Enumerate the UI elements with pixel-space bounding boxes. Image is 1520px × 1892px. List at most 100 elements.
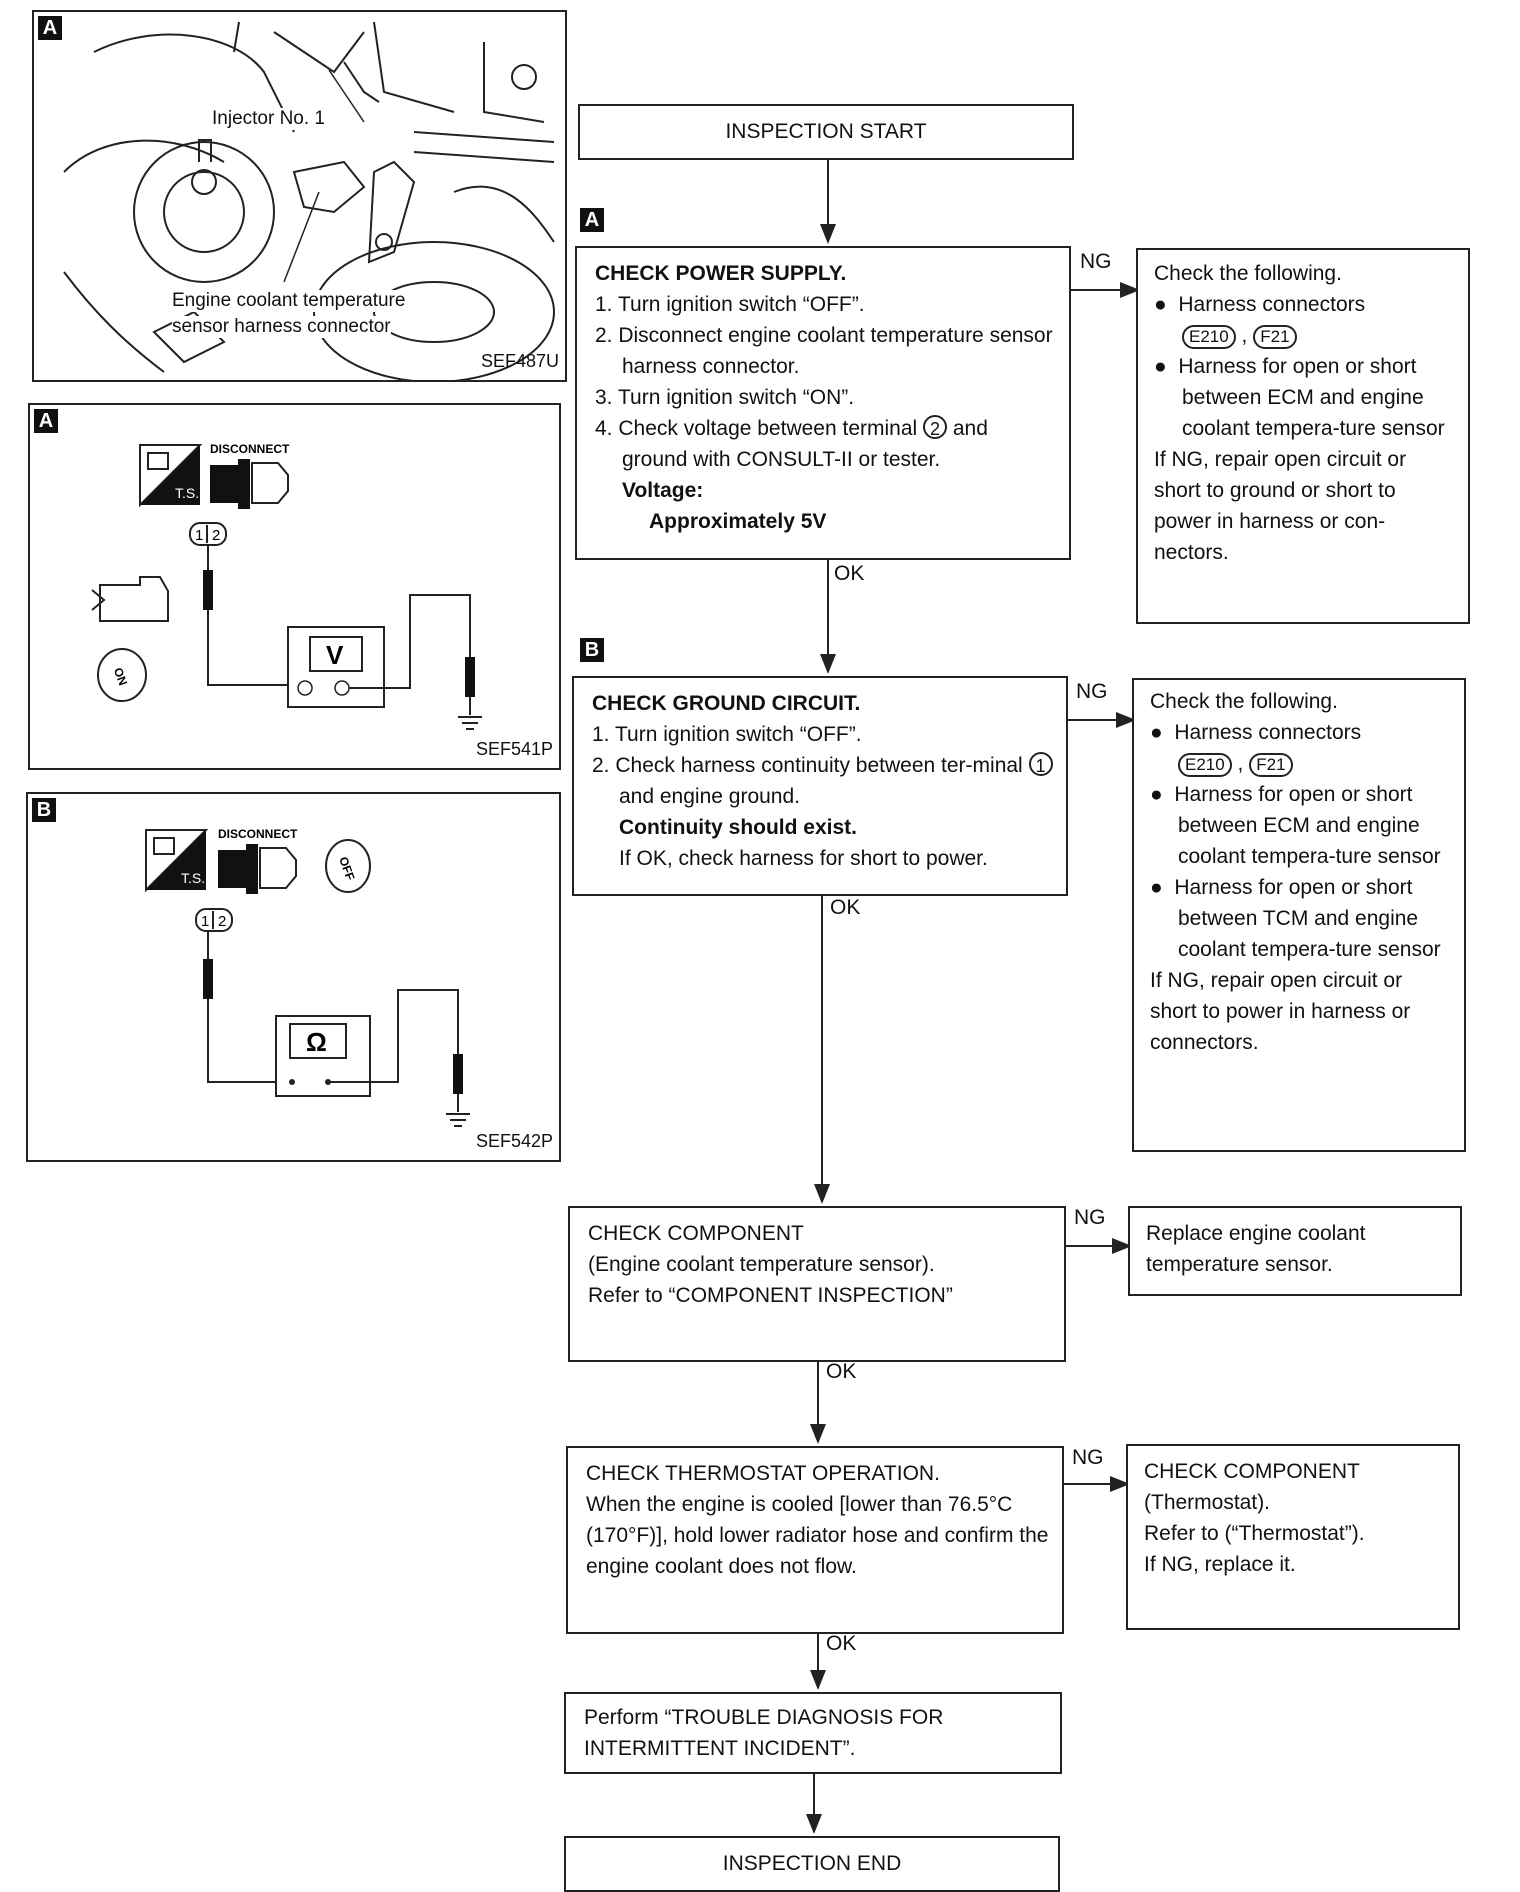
- bullet-dot: ●: [1150, 721, 1175, 744]
- ng-label: NG: [1074, 1206, 1106, 1229]
- ng-box-ground-circuit: Check the following. ● Harness connector…: [1132, 678, 1466, 1152]
- ground-circuit-diagram: T.S. DISCONNECT OFF 1 2 Ω: [145, 827, 470, 1127]
- inspection-end: INSPECTION END: [564, 1836, 1060, 1892]
- step-check-thermostat: CHECK THERMOSTAT OPERATION. When the eng…: [566, 1446, 1064, 1634]
- connector-badge: E210: [1178, 753, 1232, 777]
- ok-label: OK: [834, 562, 865, 585]
- figure-tag: B: [32, 798, 56, 822]
- terminal-number: 1: [1028, 752, 1053, 776]
- ng-b-bullet1: ● Harness connectors: [1150, 717, 1452, 748]
- ng-box-power-supply: Check the following. ● Harness connector…: [1136, 248, 1470, 624]
- inspection-start: INSPECTION START: [578, 104, 1074, 160]
- ng-b-bullet3: ● Harness for open or short between TCM …: [1150, 872, 1452, 965]
- step-a-spec-value: Approximately 5V: [649, 510, 827, 533]
- ng-a-connectors: E210 , F21: [1154, 320, 1454, 351]
- engine-illustration: [63, 21, 555, 380]
- figure-tag: A: [34, 409, 58, 433]
- figure-code: SEF487U: [480, 351, 559, 371]
- bullet-dot: ●: [1150, 783, 1175, 806]
- figure-engine-location: A Injector No. 1: [32, 10, 567, 382]
- inspection-end-label: INSPECTION END: [722, 1852, 902, 1875]
- ng-c-text: Replace engine coolant temperature senso…: [1146, 1222, 1366, 1276]
- ng-b-bullet2: ● Harness for open or short between ECM …: [1150, 779, 1452, 872]
- step-a-line3: 3. Turn ignition switch “ON”.: [595, 386, 855, 409]
- ok-label: OK: [826, 1360, 857, 1383]
- connector-badge: F21: [1253, 325, 1297, 349]
- ng-label: NG: [1076, 680, 1108, 703]
- step-a-title: CHECK POWER SUPPLY.: [595, 262, 847, 285]
- step-a-line4-end: and ground with CONSULT-II or tester.: [622, 417, 988, 471]
- step-a-line1: 1. Turn ignition switch “OFF”.: [595, 293, 865, 316]
- bullet-dot: ●: [1154, 355, 1179, 378]
- label-sensor-line1: Engine coolant temperature: [172, 290, 406, 312]
- disconnect-label: DISCONNECT: [218, 827, 298, 841]
- connector-badge: F21: [1249, 753, 1293, 777]
- step-b-tag: B: [580, 638, 604, 662]
- step-b-line2-start: 2. Check harness continuity between ter-…: [592, 754, 1029, 777]
- step-c-line1: CHECK COMPONENT: [588, 1222, 804, 1245]
- ng-b-bullet2-text: Harness for open or short between ECM an…: [1174, 783, 1441, 868]
- ng-d-line1: CHECK COMPONENT: [1144, 1460, 1360, 1483]
- bullet-dot: ●: [1150, 876, 1175, 899]
- step-d-line1: CHECK THERMOSTAT OPERATION.: [586, 1462, 940, 1485]
- ng-b-connectors: E210 , F21: [1150, 748, 1452, 779]
- step-trouble-diagnosis: Perform “TROUBLE DIAGNOSIS FOR INTERMITT…: [564, 1692, 1062, 1774]
- step-d-line2: When the engine is cooled [lower than 76…: [586, 1493, 1049, 1578]
- inspection-start-label: INSPECTION START: [725, 120, 927, 143]
- ng-a-tail: If NG, repair open circuit or short to g…: [1154, 448, 1407, 564]
- connector-badge: E210: [1182, 325, 1236, 349]
- connector-sep: ,: [1237, 752, 1244, 775]
- ng-a-bullet1-text: Harness connectors: [1178, 293, 1366, 316]
- ng-d-line3: Refer to (“Thermostat”).: [1144, 1522, 1365, 1545]
- switch-label: OFF: [336, 855, 357, 882]
- svg-text:2: 2: [212, 527, 220, 544]
- step-e-text: Perform “TROUBLE DIAGNOSIS FOR INTERMITT…: [584, 1706, 944, 1760]
- svg-text:2: 2: [218, 913, 226, 930]
- step-b-title: CHECK GROUND CIRCUIT.: [592, 692, 861, 715]
- switch-label: ON: [111, 666, 130, 688]
- step-check-component-sensor: CHECK COMPONENT (Engine coolant temperat…: [568, 1206, 1066, 1362]
- step-a-tag: A: [580, 208, 604, 232]
- step-a-spec-label: Voltage:: [622, 479, 704, 502]
- step-c-line3: Refer to “COMPONENT INSPECTION”: [588, 1284, 953, 1307]
- ng-a-bullet1: ● Harness connectors: [1154, 289, 1454, 320]
- ng-d-line4: If NG, replace it.: [1144, 1553, 1296, 1576]
- ng-label: NG: [1072, 1446, 1104, 1469]
- figure-voltage-check: A T.S. DISCONNECT 1 2 V ON SEF541P: [28, 403, 561, 770]
- step-b-spec: Continuity should exist.: [619, 816, 858, 839]
- svg-text:1: 1: [201, 913, 209, 930]
- ok-label: OK: [826, 1632, 857, 1655]
- figure-code: SEF541P: [475, 739, 553, 759]
- step-check-ground-circuit: CHECK GROUND CIRCUIT. 1. Turn ignition s…: [572, 676, 1068, 896]
- figure-ground-check: B T.S. DISCONNECT OFF 1 2 Ω SEF542P: [26, 792, 561, 1162]
- step-c-line2: (Engine coolant temperature sensor).: [588, 1253, 935, 1276]
- step-a-line4-start: 4. Check voltage between terminal: [595, 417, 924, 440]
- ng-label: NG: [1080, 250, 1112, 273]
- step-check-power-supply: CHECK POWER SUPPLY. 1. Turn ignition swi…: [575, 246, 1071, 560]
- bullet-dot: ●: [1154, 293, 1179, 316]
- ok-label: OK: [830, 896, 861, 919]
- ts-label: T.S.: [175, 485, 199, 501]
- svg-text:1: 1: [195, 527, 203, 544]
- figure-code: SEF542P: [475, 1131, 553, 1151]
- ng-b-tail: If NG, repair open circuit or short to p…: [1150, 969, 1411, 1054]
- ng-a-bullet2-text: Harness for open or short between ECM an…: [1178, 355, 1445, 440]
- step-a-line4: 4. Check voltage between terminal 2 and …: [595, 413, 1055, 475]
- label-sensor-line2: sensor harness connector: [172, 316, 391, 338]
- step-b-line1: 1. Turn ignition switch “OFF”.: [592, 723, 862, 746]
- step-b-line3: If OK, check harness for short to power.: [619, 847, 988, 870]
- figure-tag: A: [38, 16, 62, 40]
- ng-b-head: Check the following.: [1150, 690, 1338, 713]
- ng-box-replace-sensor: Replace engine coolant temperature senso…: [1128, 1206, 1462, 1296]
- meter-symbol: Ω: [306, 1027, 327, 1057]
- step-b-line2-end: and engine ground.: [619, 785, 800, 808]
- ng-a-bullet2: ● Harness for open or short between ECM …: [1154, 351, 1454, 444]
- connector-sep: ,: [1241, 324, 1248, 347]
- ng-b-bullet1-text: Harness connectors: [1174, 721, 1362, 744]
- label-injector: Injector No. 1: [212, 108, 325, 130]
- meter-symbol: V: [326, 640, 344, 670]
- terminal-number: 2: [923, 415, 948, 439]
- ng-box-thermostat: CHECK COMPONENT (Thermostat). Refer to (…: [1126, 1444, 1460, 1630]
- ng-b-bullet3-text: Harness for open or short between TCM an…: [1174, 876, 1441, 961]
- step-a-line2: 2. Disconnect engine coolant temperature…: [595, 324, 1053, 378]
